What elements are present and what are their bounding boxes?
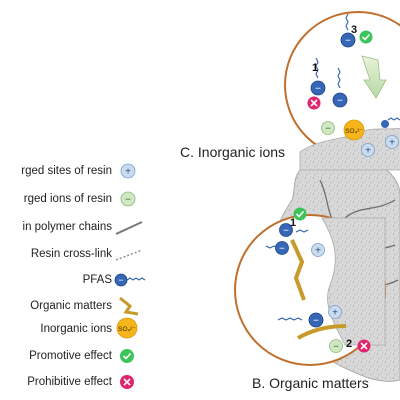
legend-check-icon xyxy=(120,349,134,363)
svg-text:+: + xyxy=(365,146,371,157)
panel-organic-title: B. Organic matters xyxy=(252,375,369,391)
svg-text:−: − xyxy=(337,96,343,107)
svg-text:+: + xyxy=(315,246,321,257)
legend-plus-icon: + xyxy=(120,163,136,179)
svg-text:1: 1 xyxy=(290,217,296,229)
svg-text:−: − xyxy=(118,275,123,285)
svg-text:+: + xyxy=(332,308,338,319)
legend-crosslink-icon xyxy=(115,249,143,261)
legend-label-negative-ions: rged ions of resin xyxy=(23,193,112,205)
check-icon xyxy=(293,207,307,221)
svg-text:SO₄²⁻: SO₄²⁻ xyxy=(345,128,363,135)
svg-text:−: − xyxy=(313,316,319,327)
legend-symbols: + − − SO₄²⁻ xyxy=(114,163,146,389)
cross-icon xyxy=(307,96,321,110)
legend-label-pfas: PFAS xyxy=(82,274,112,286)
legend-label-cross-link: Resin cross-link xyxy=(30,248,112,260)
panel-inorganic: + + − − − 1 3 − SO₄²⁻ xyxy=(284,11,400,171)
svg-text:−: − xyxy=(283,226,289,237)
organic-matter xyxy=(297,324,347,340)
legend-label-inorganic: Inorganic ions xyxy=(40,323,112,335)
legend-chain-icon xyxy=(115,221,143,235)
svg-text:1: 1 xyxy=(312,62,318,74)
legend-organic-icon xyxy=(119,296,139,316)
svg-text:+: + xyxy=(125,167,131,178)
svg-text:−: − xyxy=(345,36,351,47)
legend-cross-icon xyxy=(120,375,134,389)
svg-text:−: − xyxy=(315,84,321,95)
panel-inorganic-title: C. Inorganic ions xyxy=(180,144,285,160)
legend-minus-icon: − xyxy=(120,191,136,207)
svg-text:−: − xyxy=(125,195,131,206)
svg-text:2: 2 xyxy=(346,338,352,350)
legend-label-promotive: Promotive effect xyxy=(29,350,112,362)
legend-sulfate-icon: SO₄²⁻ xyxy=(116,317,138,339)
organic-matter xyxy=(290,239,306,301)
legend-label-polymer-chains: in polymer chains xyxy=(22,221,112,233)
svg-text:−: − xyxy=(279,244,285,255)
svg-text:+: + xyxy=(389,138,395,149)
legend-label-prohibitive: Prohibitive effect xyxy=(27,376,112,388)
legend-label-positive-sites: rged sites of resin xyxy=(21,165,112,177)
panel-organic: + + − − − − 1 2 xyxy=(234,207,386,366)
legend-pfas-icon: − xyxy=(114,273,146,287)
svg-text:3: 3 xyxy=(351,24,357,36)
svg-text:SO₄²⁻: SO₄²⁻ xyxy=(118,326,136,333)
svg-text:−: − xyxy=(333,342,339,353)
cross-icon xyxy=(357,339,371,353)
arrow-shape xyxy=(361,55,387,99)
check-icon xyxy=(359,30,373,44)
svg-text:−: − xyxy=(325,124,331,135)
legend-label-organic: Organic matters xyxy=(30,300,112,312)
